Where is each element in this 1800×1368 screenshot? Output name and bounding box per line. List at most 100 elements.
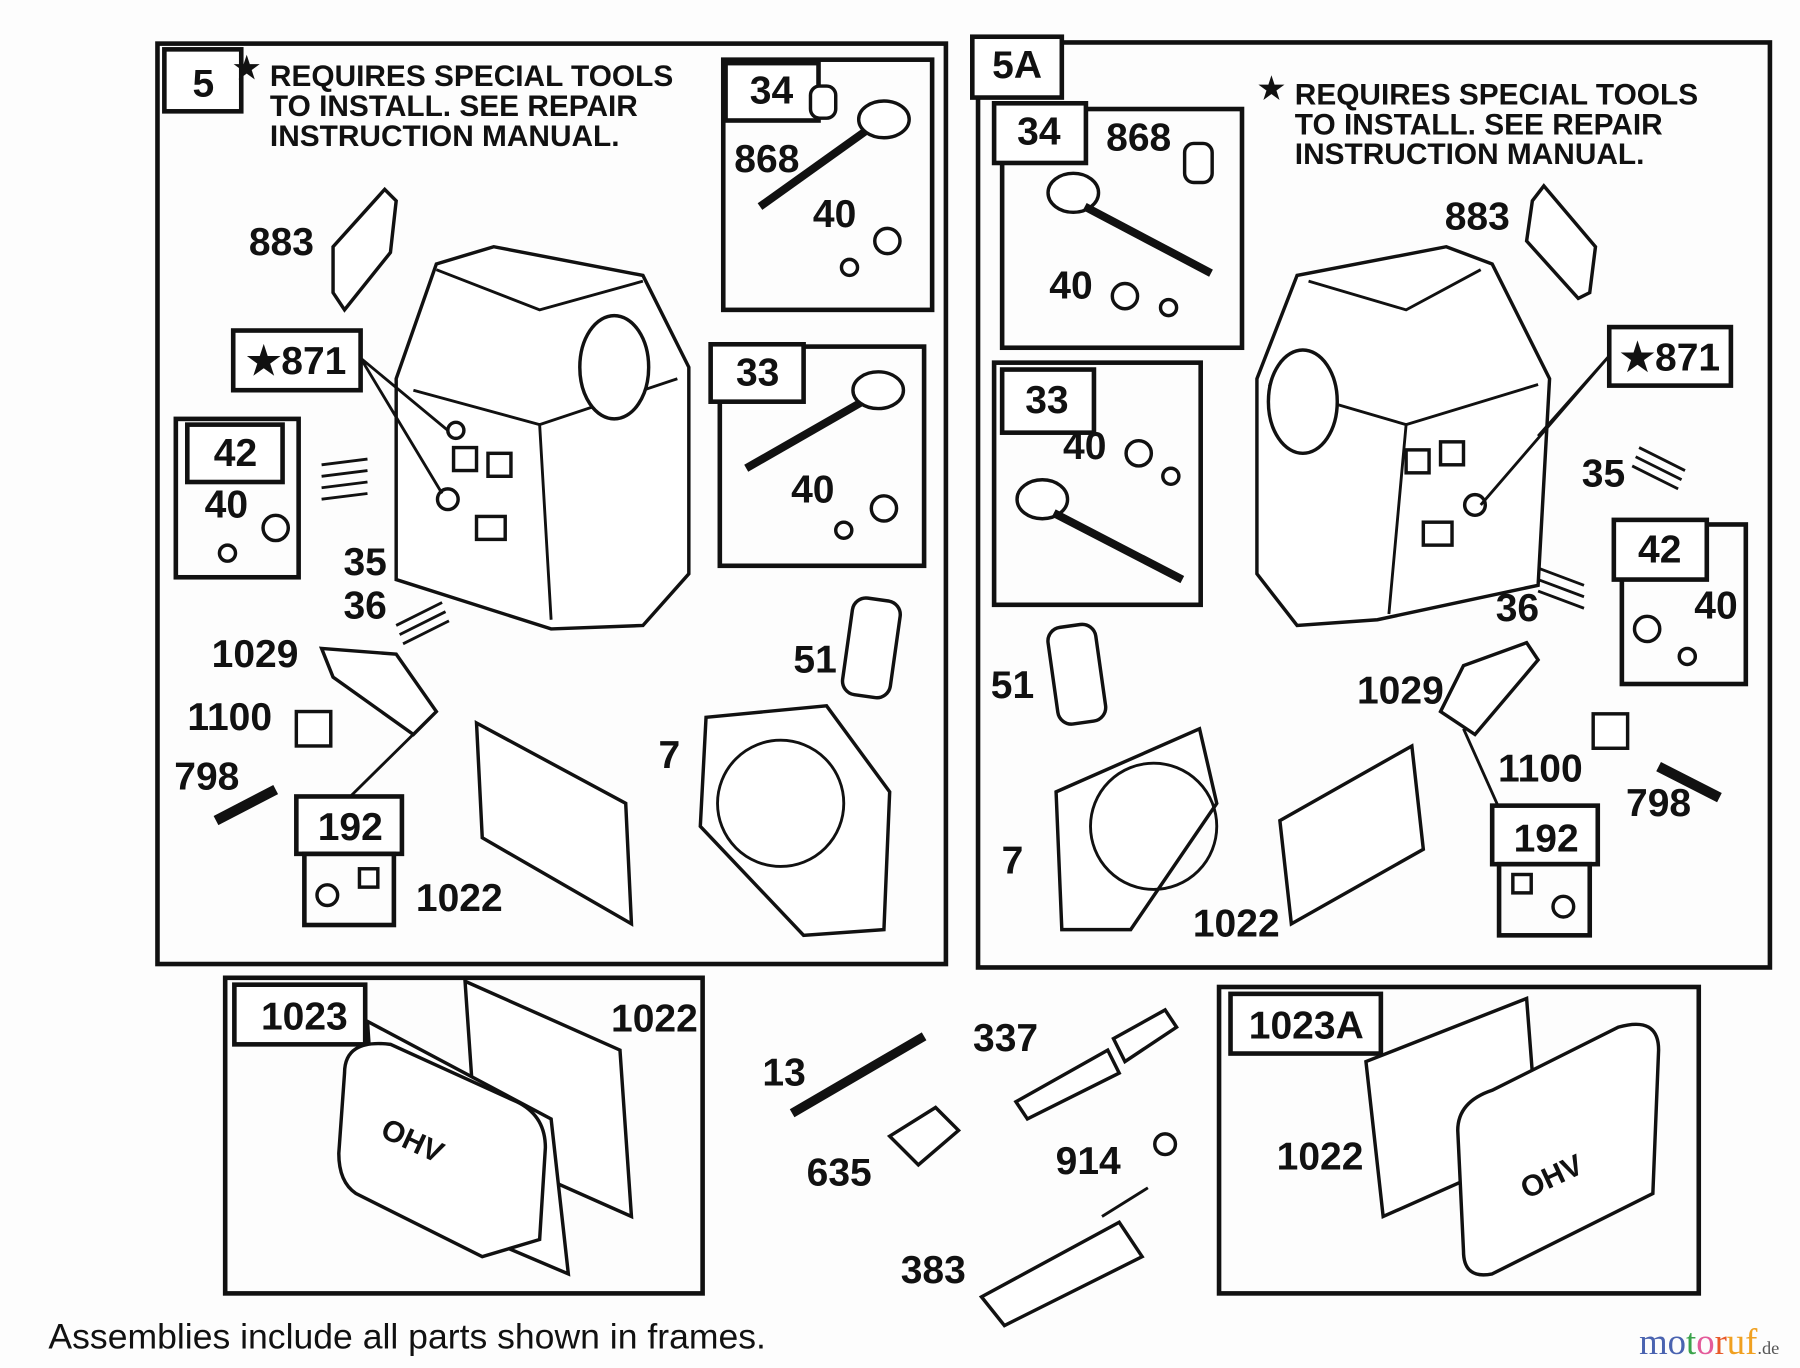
label-box-34 <box>991 100 1089 166</box>
valve-head <box>856 99 911 140</box>
leader-line <box>359 356 449 495</box>
part-label-1023A: 1023A <box>1249 1005 1364 1048</box>
leader-line <box>349 716 432 798</box>
frame-1023A: 1023A 1022 OHV <box>1216 984 1702 1296</box>
screw-914-part <box>1153 1132 1178 1157</box>
subframe-33 <box>717 344 927 569</box>
part-label-34: 34 <box>750 69 794 112</box>
part-label-1022: 1022 <box>611 998 698 1041</box>
spark-plug-part <box>1013 1007 1179 1122</box>
part-label-635: 635 <box>807 1152 872 1195</box>
subframe-33 <box>991 360 1203 608</box>
part-label-40: 40 <box>205 484 248 527</box>
panel-5A-id: 5A <box>992 44 1042 87</box>
part-label-868: 868 <box>734 138 799 181</box>
keeper-part <box>1677 646 1698 667</box>
part-label-868: 868 <box>1106 116 1171 159</box>
note-line: INSTRUCTION MANUAL. <box>270 120 620 153</box>
part-label-36: 36 <box>1496 587 1539 630</box>
footer-note: Assemblies include all parts shown in fr… <box>48 1316 765 1356</box>
label-box-42 <box>1611 517 1710 582</box>
part-label-51: 51 <box>793 639 836 682</box>
valve-head <box>851 370 906 411</box>
part-label-40: 40 <box>1694 585 1737 628</box>
spring-35-part <box>321 457 368 501</box>
watermark-logo: motoruf.de <box>1639 1321 1779 1362</box>
valve-head <box>1015 477 1070 521</box>
part-label-1022: 1022 <box>1277 1135 1364 1178</box>
tool-383-part <box>978 1219 1145 1328</box>
panel-5-frame <box>155 41 949 967</box>
panel-5A: 5A ★ REQUIRES SPECIAL TOOLS TO INSTALL. … <box>970 34 1773 970</box>
head-gasket-part <box>698 703 892 938</box>
valve-stem <box>1051 509 1185 584</box>
panel-5A-id-box <box>970 34 1065 100</box>
part-label-337: 337 <box>973 1017 1038 1060</box>
head-gasket-part <box>1054 726 1219 932</box>
part-label-1023: 1023 <box>261 995 348 1038</box>
star-icon: ★ <box>1258 73 1285 106</box>
part-label-192: 192 <box>1514 818 1579 861</box>
part-label-35: 35 <box>1582 453 1625 496</box>
label-box-871 <box>1606 324 1734 388</box>
keeper-part <box>834 520 854 540</box>
valve-stem <box>757 122 875 210</box>
part-label-42: 42 <box>1638 528 1681 571</box>
part-label-1100: 1100 <box>1498 748 1583 791</box>
part-label-883: 883 <box>249 221 314 264</box>
panel-5: 5 ★ REQUIRES SPECIAL TOOLS TO INSTALL. S… <box>155 41 949 967</box>
part-label-1029: 1029 <box>212 633 299 676</box>
part-label-36: 36 <box>343 585 386 628</box>
subframe-192 <box>1496 861 1593 938</box>
part-label-883: 883 <box>1445 196 1510 239</box>
retainer-part <box>261 513 291 543</box>
part-label-871: ★871 <box>246 340 346 383</box>
part-label-914: 914 <box>1056 1140 1121 1183</box>
pivot-part <box>1591 712 1630 750</box>
label-box-1023A <box>1228 991 1384 1056</box>
valve-cover-part <box>1456 1022 1661 1277</box>
frame-1023: 1023 1022 OHV <box>222 975 705 1296</box>
note-line: REQUIRES SPECIAL TOOLS <box>1295 78 1698 111</box>
setscrew-part <box>1511 872 1533 895</box>
part-label-33: 33 <box>736 352 779 395</box>
panel-5A-frame <box>975 40 1773 970</box>
nut-part <box>1551 894 1576 919</box>
part-label-42: 42 <box>214 432 257 475</box>
cylinder-head-part <box>1255 244 1552 628</box>
frame-1023A-border <box>1216 984 1702 1296</box>
leader-line <box>1479 354 1611 506</box>
watermark: motoruf.de <box>1639 1321 1779 1362</box>
gasket-bore <box>716 738 846 868</box>
valve-head <box>1046 171 1101 215</box>
rocker-arm-part <box>318 646 439 737</box>
panel-5-id: 5 <box>193 62 215 105</box>
gasket-1022-part <box>474 720 634 927</box>
part-label-1022: 1022 <box>416 877 503 920</box>
tool-handle <box>1101 1186 1149 1218</box>
note-line: REQUIRES SPECIAL TOOLS <box>270 60 673 93</box>
part-label-871: ★871 <box>1620 337 1720 380</box>
label-box-42 <box>185 422 285 485</box>
valve-seal-part <box>1182 141 1214 185</box>
part-label-35: 35 <box>343 541 386 584</box>
part-label-7: 7 <box>658 734 680 777</box>
retainer-part <box>873 226 902 256</box>
spring-36-part <box>1537 566 1585 610</box>
part-label-13: 13 <box>762 1052 805 1095</box>
fitting-635-part <box>886 1105 962 1168</box>
part-label-33: 33 <box>1025 379 1068 422</box>
part-label-1029: 1029 <box>1357 670 1444 713</box>
subframe-42 <box>173 416 301 580</box>
part-label-7: 7 <box>1002 839 1024 882</box>
bolt-798-part <box>1656 762 1722 803</box>
bolt-13-part <box>789 1032 927 1118</box>
frame-1023-border <box>222 975 705 1296</box>
pivot-part <box>294 709 333 748</box>
star-icon: ★ <box>233 52 260 85</box>
note-line: TO INSTALL. SEE REPAIR <box>270 90 638 123</box>
panel-5-id-box <box>162 47 244 114</box>
part-label-40: 40 <box>1049 264 1092 307</box>
gasket-51-part <box>840 596 902 700</box>
part-label-1022: 1022 <box>1193 902 1280 945</box>
